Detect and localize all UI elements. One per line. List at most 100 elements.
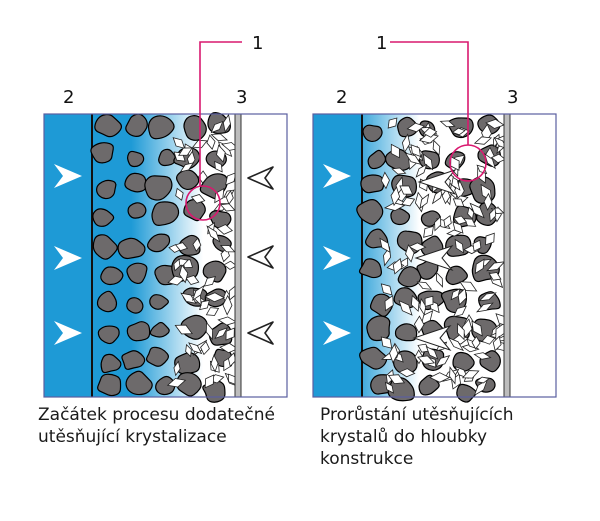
crystal <box>485 232 495 246</box>
crystal <box>192 237 202 252</box>
crystal <box>454 238 464 254</box>
crystal <box>417 343 431 353</box>
aggregate-stone <box>125 370 153 396</box>
aggregate-stone <box>155 375 176 396</box>
crystal <box>216 144 226 163</box>
aggregate-stone <box>149 321 170 338</box>
aggregate-stone <box>126 321 151 342</box>
crystal <box>423 127 438 138</box>
counter-pressure-chevron-icon <box>247 321 274 345</box>
crystal <box>191 284 205 302</box>
water-flow-arrow-icon <box>54 246 82 270</box>
crystal <box>179 264 189 284</box>
crystal <box>429 372 451 383</box>
aggregate-stone <box>456 383 477 403</box>
crystal <box>481 334 496 345</box>
crystal <box>384 294 394 312</box>
aggregate-stone <box>390 207 411 226</box>
crystal <box>380 283 393 296</box>
aggregate-stone <box>202 260 227 283</box>
crystal <box>416 281 433 290</box>
crystal <box>449 366 456 385</box>
crystal <box>219 342 239 354</box>
crystal <box>447 337 464 352</box>
aggregate-stone <box>418 374 440 396</box>
crystal <box>492 335 502 352</box>
crystal <box>452 198 465 207</box>
aggregate-stone <box>358 258 383 279</box>
crystal <box>379 237 391 254</box>
aggregate-stone <box>94 113 123 138</box>
crystal <box>469 202 485 219</box>
crystal <box>459 281 478 292</box>
aggregate-stone <box>97 373 122 397</box>
crystal <box>478 292 497 302</box>
aggregate-stone <box>90 142 114 164</box>
crystal <box>205 321 214 341</box>
crystal <box>174 242 189 252</box>
aggregate-stone <box>95 179 117 200</box>
label-1: 1 <box>376 33 387 54</box>
crystal <box>214 327 229 340</box>
crystal <box>452 305 467 318</box>
crystal <box>222 294 233 316</box>
crystal <box>178 147 193 156</box>
crystal <box>219 244 236 253</box>
crystal <box>419 193 430 210</box>
aggregate-stone <box>124 172 147 193</box>
crystal <box>443 215 452 229</box>
sealing-crystals <box>379 117 510 397</box>
crystal <box>225 327 235 341</box>
crystal <box>210 354 219 373</box>
crystal <box>390 143 400 159</box>
crystal <box>423 225 434 238</box>
crystal <box>389 343 399 364</box>
label-2: 2 <box>336 87 347 108</box>
aggregate-stone <box>96 290 118 313</box>
aggregate-stone <box>100 266 124 286</box>
aggregate-stone <box>127 202 147 219</box>
aggregate-stone <box>117 237 146 260</box>
crystal <box>461 370 480 379</box>
counter-pressure-chevron-icon <box>247 166 274 190</box>
panel-border <box>312 113 557 398</box>
aggregate-stone <box>144 175 173 201</box>
crystal-growth-arrow-icon <box>417 168 457 196</box>
crystal <box>422 153 434 171</box>
aggregate-stone <box>127 150 145 168</box>
aggregate-stone <box>97 325 120 345</box>
water-flow-arrow-icon <box>323 321 351 345</box>
surface-coating <box>503 113 511 398</box>
crystal <box>205 307 220 316</box>
crystal <box>172 137 186 149</box>
crystal <box>173 258 181 272</box>
crystal <box>435 355 451 368</box>
crystal <box>471 335 481 350</box>
crystal <box>210 120 224 134</box>
crystal <box>488 272 502 281</box>
crystal <box>424 295 434 307</box>
crystal <box>398 368 416 378</box>
water-flow-arrow-icon <box>323 246 351 270</box>
aggregate-stone <box>149 294 169 310</box>
crystal <box>416 355 436 365</box>
aggregate-stone <box>359 346 388 370</box>
crystal <box>214 187 225 204</box>
aggregate-stone <box>367 149 387 170</box>
crystal <box>210 133 229 142</box>
crystal <box>473 136 493 145</box>
crystal <box>206 225 221 243</box>
counter-pressure-chevron-icon <box>247 245 274 269</box>
label-3: 3 <box>507 87 518 108</box>
water-flow-arrow-icon <box>54 321 82 345</box>
crystal <box>175 187 184 201</box>
crystal <box>204 374 215 389</box>
crystal <box>461 318 473 338</box>
crystal <box>441 188 451 205</box>
crystal <box>483 192 493 211</box>
crystal <box>410 294 420 312</box>
label-2: 2 <box>63 87 74 108</box>
aggregate-stone <box>366 315 391 342</box>
crystal <box>413 315 425 334</box>
crystal <box>474 258 485 275</box>
